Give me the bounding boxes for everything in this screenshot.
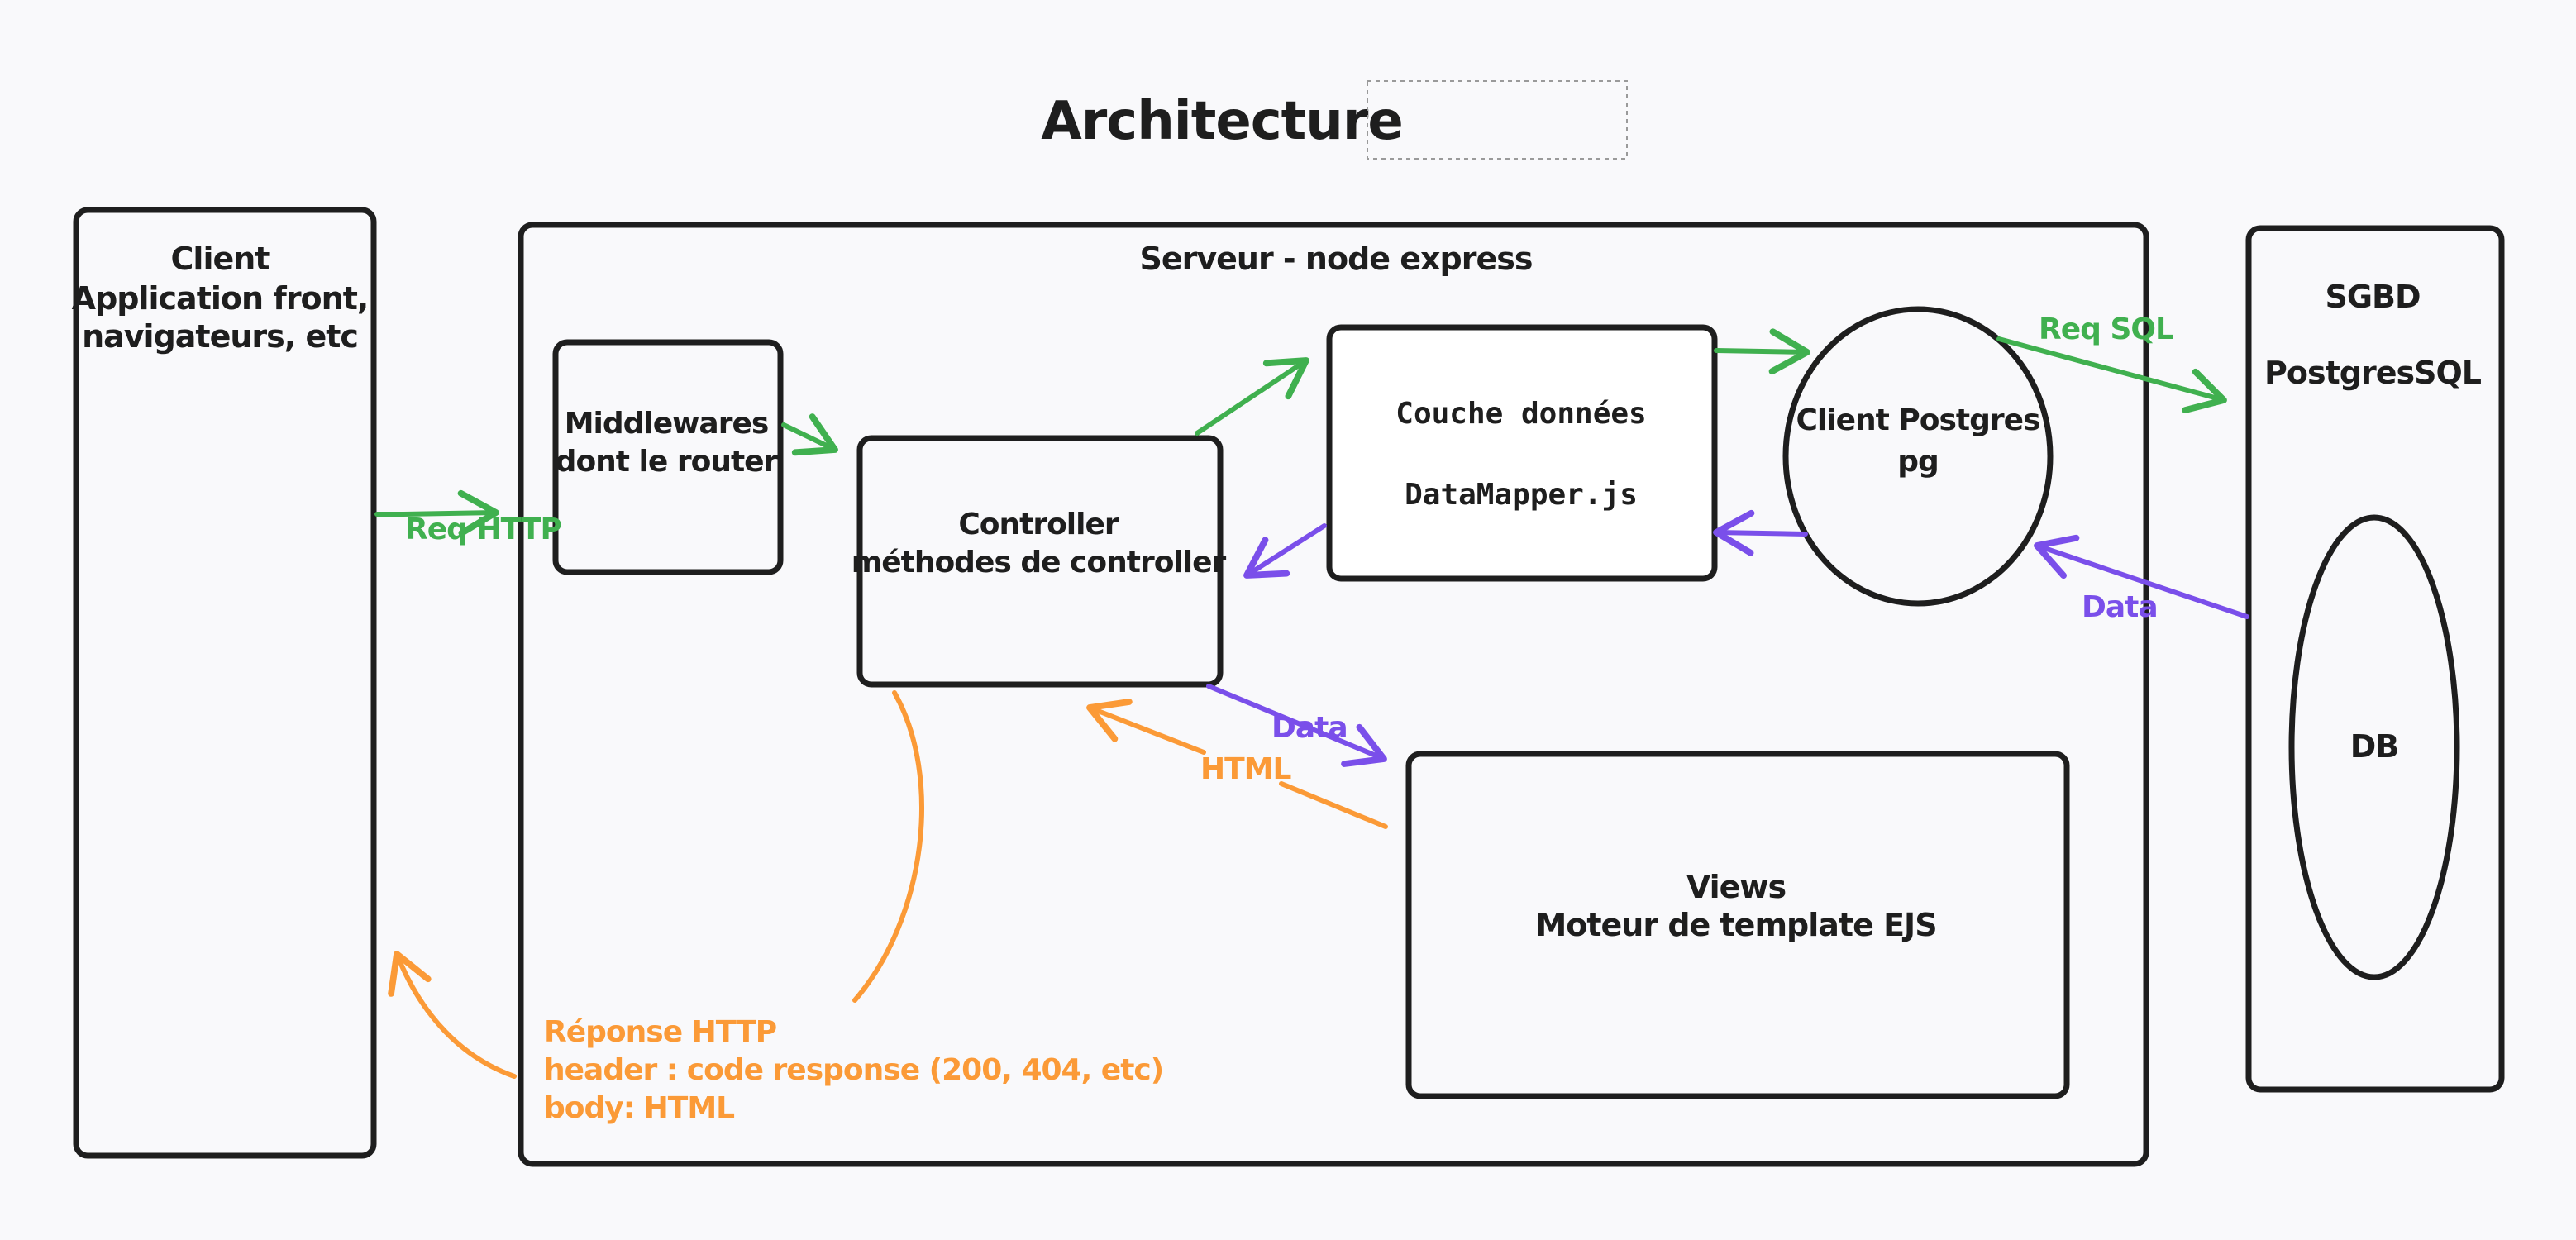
controller-to-views-arrow (1206, 684, 1387, 767)
views-label-line2: Moteur de template EJS (1535, 907, 1936, 943)
response-arrow-curve (852, 690, 924, 1003)
diagram-title: Architecture (1041, 91, 1403, 152)
views-to-controller-arrow (1090, 708, 1388, 829)
middlewares-to-controller-arrow (781, 413, 838, 456)
pg-to-data-arrow (1713, 509, 1808, 556)
pg-client-label-line2: pg (1897, 445, 1939, 479)
controller-label-line1: Controller (958, 508, 1119, 541)
data-to-controller-arrow (1243, 523, 1327, 579)
response-arrow-to-client (388, 951, 517, 1079)
client-label-line3: navigateurs, etc (82, 318, 358, 355)
title-placeholder-box (1367, 80, 1628, 160)
data-layer-label-line1: Couche données (1395, 397, 1646, 431)
req-sql-arrow (1996, 336, 2227, 414)
db-label: DB (2350, 728, 2399, 765)
client-label-line1: Client (171, 241, 270, 277)
response-label-line1: Réponse HTTP (544, 1015, 776, 1049)
pg-client-label-line1: Client Postgres (1796, 403, 2039, 437)
sgbd-engine-label: PostgresSQL (2264, 355, 2482, 391)
sgbd-label: SGBD (2325, 279, 2420, 315)
db-data-label: Data (2082, 590, 2158, 624)
db-ellipse (2288, 514, 2460, 980)
controller-to-data-arrow (1195, 357, 1309, 436)
views-box: Views Moteur de template EJS (1405, 751, 2070, 1099)
controller-box: Controller méthodes de controller (852, 435, 1228, 688)
middlewares-label-line1: Middlewares (565, 407, 769, 441)
data-to-pg-arrow (1714, 328, 1810, 375)
req-sql-label: Req SQL (2039, 312, 2173, 346)
req-http-arrow (374, 513, 496, 514)
pg-client-ellipse: Client Postgres pg (1782, 306, 2054, 607)
data-layer-label-line2: DataMapper.js (1405, 478, 1638, 512)
middlewares-box: Middlewares dont le router (552, 339, 784, 575)
server-title: Serveur - node express (1139, 241, 1532, 277)
controller-label-line2: méthodes de controller (852, 546, 1227, 579)
response-label-line2: header : code response (200, 404, etc) (544, 1053, 1163, 1087)
req-http-label: Req HTTP (405, 513, 561, 546)
db-data-arrow (2034, 534, 2249, 619)
views-label-line1: Views (1686, 869, 1786, 905)
views-data-label: Data (1271, 711, 1348, 745)
response-label-line3: body: HTML (544, 1091, 734, 1125)
sgbd-box: SGBD PostgresSQL DB (2245, 225, 2505, 1093)
html-label: HTML (1200, 752, 1291, 786)
client-label-line2: Application front, (72, 280, 369, 317)
client-box: Client Application front, navigateurs, e… (72, 207, 377, 1159)
middlewares-label-line2: dont le router (556, 445, 779, 479)
data-layer-box: Couche données DataMapper.js (1326, 324, 1718, 582)
